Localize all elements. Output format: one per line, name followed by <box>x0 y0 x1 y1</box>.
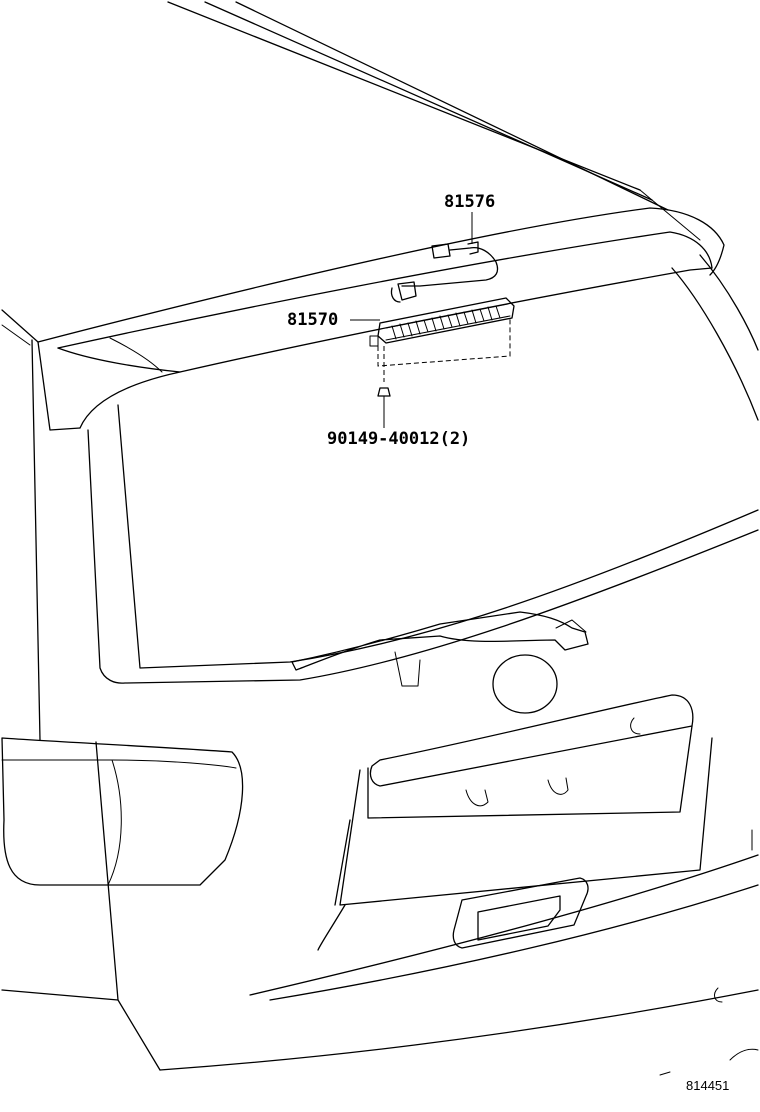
installation-guides <box>377 318 511 382</box>
wire-harness <box>390 241 499 303</box>
rear-wiper <box>291 611 589 687</box>
callout-wire-81576: 81576 <box>444 192 496 212</box>
tailgate-handle <box>452 877 589 949</box>
rear-emblem <box>492 654 558 714</box>
license-plate-garnish <box>317 694 713 951</box>
screw <box>377 387 391 403</box>
callout-lamp-81570: 81570 <box>287 310 339 330</box>
left-pillar <box>1 309 41 741</box>
roof-outline <box>167 1 701 241</box>
rear-bumper <box>1 741 759 1076</box>
callout-screw-90149: 90149-40012(2) <box>327 429 471 449</box>
rear-spoiler <box>37 207 725 431</box>
diagram-reference-number: 814451 <box>686 1078 730 1093</box>
rear-window <box>87 254 759 684</box>
leader-lines <box>350 212 473 428</box>
high-mount-stop-lamp <box>369 297 515 347</box>
tail-lamp-left <box>1 737 244 886</box>
